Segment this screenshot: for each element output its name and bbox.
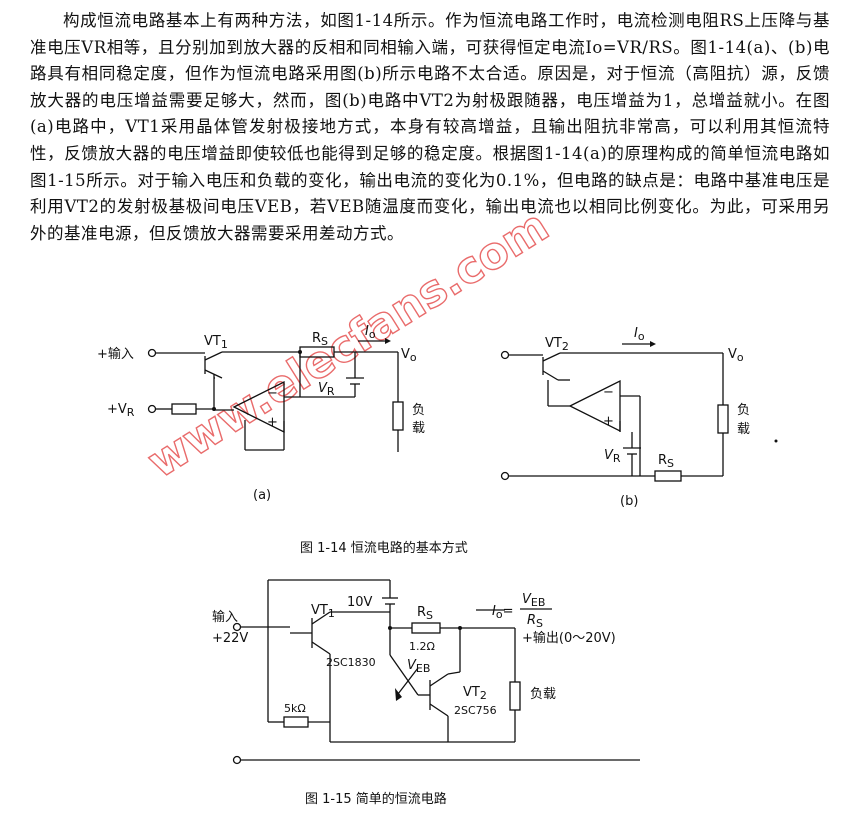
vr-label: VR	[318, 381, 335, 398]
f15-rs-resistor	[411, 622, 441, 634]
f15-output-label: +输出(0～20V)	[522, 630, 616, 646]
vt1-label: VT1	[204, 334, 228, 351]
opamp-minus: −	[267, 386, 278, 401]
f15-vt1-label: VT1	[311, 603, 335, 620]
figure-1-14b: VT2 Io Vo − + VR RS 负 载 (b)	[500, 326, 778, 509]
f15-5k-resistor	[283, 716, 309, 728]
opamp-b	[568, 379, 621, 433]
f15-io-formula: Io=	[492, 604, 513, 621]
f15-rs-label: RS	[417, 605, 433, 622]
io-label: Io	[365, 324, 376, 341]
load-label-2: 载	[412, 421, 425, 436]
f15-vt2-label: VT2	[463, 685, 487, 702]
f15-battery-label: 10V	[347, 595, 373, 610]
watermark-text: www.elecfans.com	[139, 200, 558, 488]
sub-caption-b: (b)	[620, 494, 638, 509]
vt1-transistor-f15	[290, 611, 331, 655]
opamp-b-plus: +	[603, 414, 614, 429]
f15-5k-label: 5kΩ	[284, 702, 306, 715]
f15-vt2-part: 2SC756	[454, 704, 497, 717]
figure-1-14a: +输入 +VR VT1 RS Io Vo VR − +	[97, 324, 425, 503]
vr-input-label: +VR	[107, 402, 135, 419]
load-label-1: 负	[412, 403, 425, 418]
vr-label-b: VR	[604, 448, 621, 465]
load-b-label-1: 负	[737, 403, 750, 418]
f15-veb-label: VEB	[407, 658, 430, 675]
rs-label-b: RS	[658, 453, 674, 470]
opamp-b-minus: −	[603, 385, 614, 400]
figure-1-14-caption: 图 1-14 恒流电路的基本方式	[300, 540, 468, 556]
sub-caption-a: (a)	[253, 488, 271, 503]
watermark: www.elecfans.com	[138, 200, 558, 489]
vo-label: Vo	[401, 347, 417, 364]
load-b	[717, 404, 729, 434]
load-a	[392, 401, 404, 431]
figure-1-15-caption: 图 1-15 简单的恒流电路	[305, 791, 447, 807]
transistor-vt1	[204, 351, 223, 379]
f15-io-den: RS	[527, 613, 543, 630]
opamp-plus: +	[267, 415, 278, 430]
load-b-label-2: 载	[737, 422, 750, 437]
f15-load-label: 负载	[530, 687, 556, 702]
vt2-label: VT2	[545, 336, 569, 353]
f15-io-num: VEB	[522, 592, 545, 609]
f15-load	[509, 681, 521, 711]
io-label-b: Io	[634, 326, 645, 343]
f15-input-voltage: +22V	[212, 631, 248, 646]
paragraph-text: 构成恒流电路基本上有两种方法，如图1-14所示。作为恒流电路工作时，电流检测电阻…	[30, 11, 830, 243]
rs-resistor-b	[654, 470, 682, 482]
f15-input-label: 输入	[212, 609, 238, 625]
opamp-a	[232, 380, 285, 434]
f15-rs-value: 1.2Ω	[409, 640, 435, 653]
figure-1-15: 输入 +22V VT1 2SC1830 10V RS 1.2Ω	[212, 579, 640, 765]
rs-label: RS	[312, 331, 328, 348]
body-paragraph: 构成恒流电路基本上有两种方法，如图1-14所示。作为恒流电路工作时，电流检测电阻…	[30, 8, 830, 247]
input-label: +输入	[97, 346, 134, 362]
f15-vt1-part: 2SC1830	[326, 656, 376, 669]
vo-label-b: Vo	[728, 347, 744, 364]
transistor-vt2	[542, 352, 561, 381]
